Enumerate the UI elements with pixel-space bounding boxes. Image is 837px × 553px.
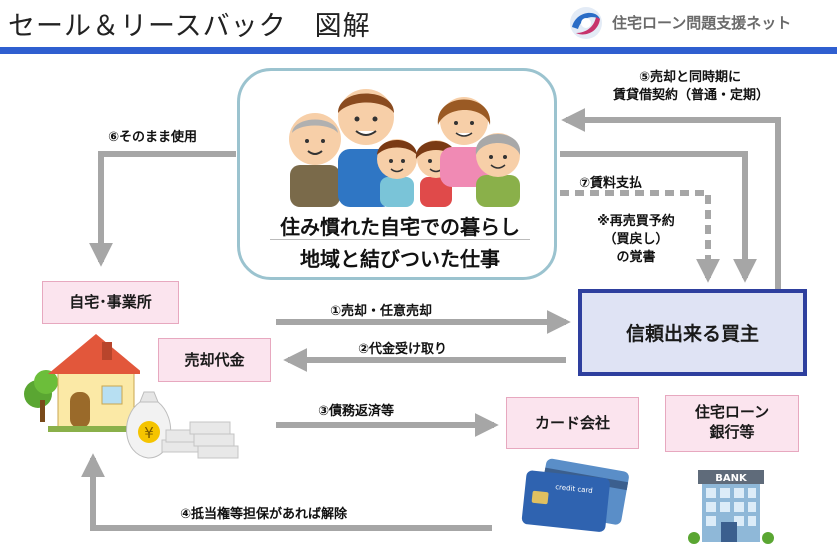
mortgage-bank-box: 住宅ローン 銀行等 [665, 395, 799, 452]
label-step5-line2: 賃貸借契約（普通・定期） [612, 88, 769, 103]
grandfather-figure [289, 113, 341, 207]
label-step2: ②代金受け取り [358, 342, 448, 357]
label-note-line1: ※再売買予約 [597, 214, 675, 229]
mortgage-bank-line1: 住宅ローン [694, 403, 770, 421]
family-caption-divider [270, 239, 530, 240]
label-step3: ③債務返済等 [318, 404, 395, 419]
logo-text: 住宅ローン問題支援ネット [612, 14, 792, 32]
card-text: credit card [555, 483, 593, 495]
arrow-step4 [81, 453, 492, 531]
yen-symbol: ¥ [144, 424, 154, 442]
family-caption-line2: 地域と結びついた仕事 [300, 247, 500, 271]
bank-building-icon: BANK [688, 470, 774, 544]
label-step7: ⑦賃料支払 [579, 176, 643, 191]
arrow-step6 [89, 151, 236, 267]
trusted-buyer-box: 信頼出来る買主 [578, 289, 807, 376]
arrow-step5 [561, 108, 781, 290]
arrow-family-to-buyer [560, 151, 757, 283]
credit-card-icon: credit card [521, 458, 629, 532]
label-step6: ⑥そのまま使用 [108, 130, 198, 145]
boy-figure [377, 139, 417, 207]
bank-sign: BANK [715, 473, 748, 484]
home-office-box: 自宅･事業所 [42, 281, 179, 324]
header-rule [0, 47, 837, 54]
logo [566, 3, 834, 43]
grandmother-figure [475, 133, 520, 207]
label-step5-line1: ⑤売却と同時期に [638, 70, 741, 85]
money-bag-icon: ¥ [126, 391, 239, 459]
page-title: セール＆リースバック 図解 [8, 11, 371, 42]
family-caption-line1: 住み慣れた自宅での暮らし [280, 215, 520, 239]
label-note-line3: の覚書 [616, 250, 656, 265]
label-step4: ④抵当権等担保があれば解除 [180, 507, 348, 522]
card-company-box: カード会社 [506, 397, 639, 449]
sale-proceeds-box: 売却代金 [158, 338, 271, 382]
label-note-line2: （買戻し） [603, 232, 669, 247]
logo-swirl-icon [570, 7, 602, 39]
house-icon [24, 334, 140, 432]
mortgage-bank-line2: 銀行等 [709, 423, 755, 441]
family-illustration [289, 89, 520, 207]
family-box: 住み慣れた自宅での暮らし 地域と結びついた仕事 [237, 68, 557, 280]
arrow-step7 [560, 190, 720, 283]
label-step1: ①売却・任意売却 [330, 304, 433, 319]
